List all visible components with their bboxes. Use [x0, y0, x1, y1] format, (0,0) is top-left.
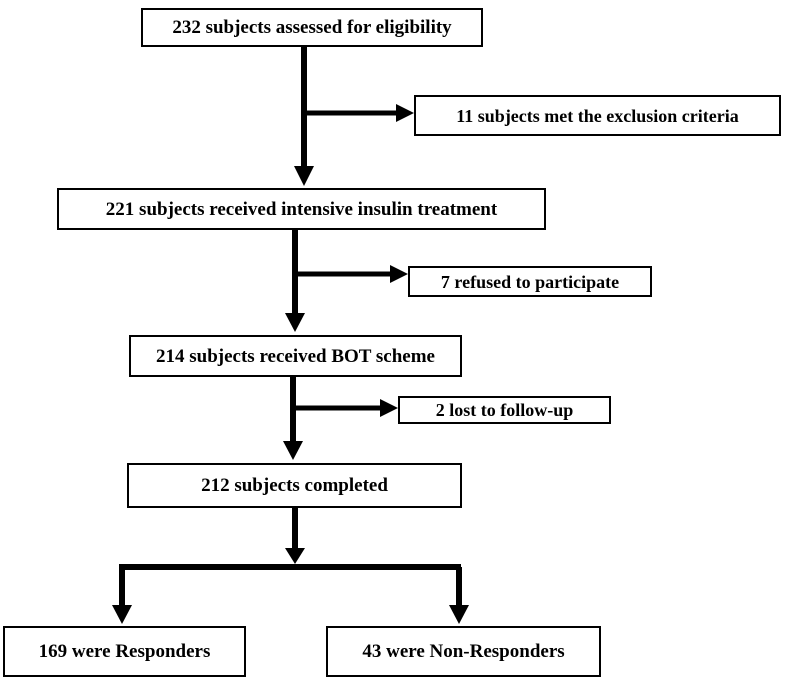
connector-step2-to-step3: [285, 230, 305, 332]
connector-lost-exit: [293, 399, 398, 417]
step-insulin-label: 221 subjects received intensive insulin …: [105, 198, 498, 220]
step-insulin-box: 221 subjects received intensive insulin …: [57, 188, 546, 230]
connector-to-non-responders: [449, 567, 469, 624]
connector-step4-to-split: [285, 508, 305, 564]
connector-step1-to-step2: [294, 47, 314, 186]
step-completed-box: 212 subjects completed: [127, 463, 462, 508]
outcome-responders-label: 169 were Responders: [38, 641, 211, 662]
step-completed-label: 212 subjects completed: [201, 475, 388, 496]
step-bot-box: 214 subjects received BOT scheme: [129, 335, 462, 377]
exit-refused-box: 7 refused to participate: [408, 266, 652, 297]
exit-refused-label: 7 refused to participate: [440, 271, 620, 292]
step-assessed-label: 232 subjects assessed for eligibility: [172, 17, 452, 38]
connector-step3-to-step4: [283, 377, 303, 460]
connector-refused-exit: [295, 265, 408, 283]
exit-lost-label: 2 lost to follow-up: [435, 400, 574, 420]
outcome-non-responders-box: 43 were Non-Responders: [326, 626, 601, 677]
exit-exclusion-label: 11 subjects met the exclusion criteria: [456, 105, 739, 126]
connector-to-responders: [112, 567, 132, 624]
outcome-non-responders-label: 43 were Non-Responders: [362, 641, 565, 662]
connector-exclusion-exit: [304, 104, 414, 122]
step-bot-label: 214 subjects received BOT scheme: [156, 345, 435, 367]
exit-lost-box: 2 lost to follow-up: [398, 396, 611, 424]
step-assessed-box: 232 subjects assessed for eligibility: [141, 8, 483, 47]
outcome-responders-box: 169 were Responders: [3, 626, 246, 677]
exit-exclusion-box: 11 subjects met the exclusion criteria: [414, 95, 781, 136]
